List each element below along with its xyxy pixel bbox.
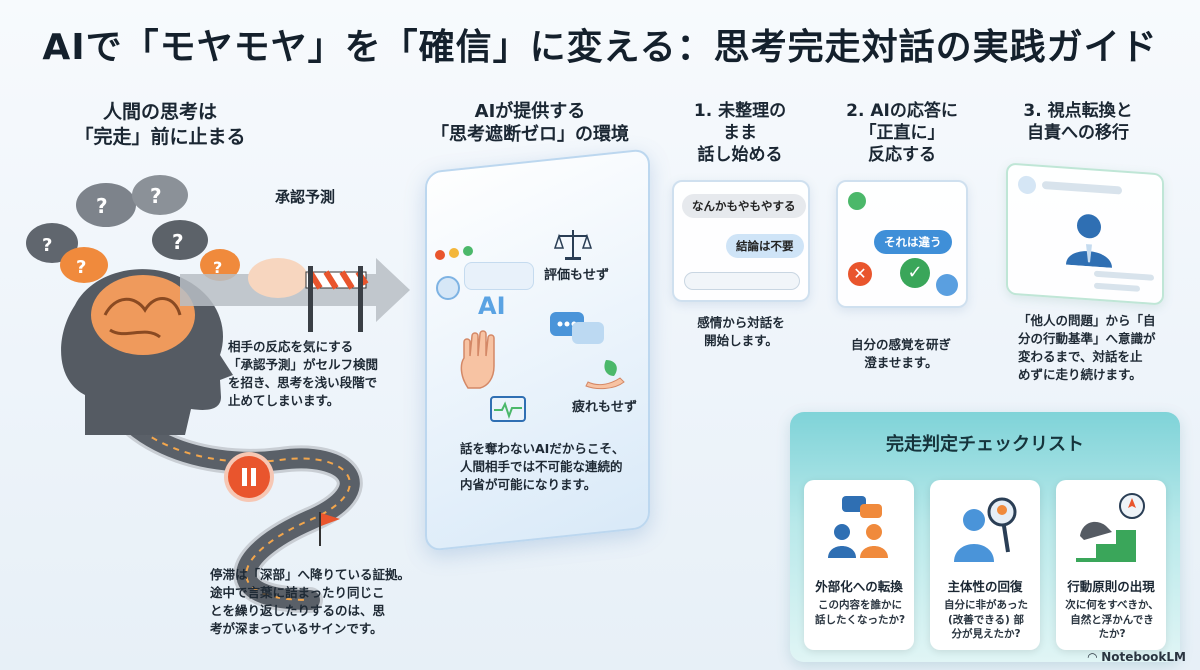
checklist-item-title: 行動原則の出現 — [1067, 579, 1155, 594]
avatar-icon — [436, 276, 460, 300]
cross-icon: ✕ — [848, 262, 872, 286]
user-avatar-icon — [936, 274, 958, 296]
bubble-feeling-vague: なんかもやもやする — [682, 194, 806, 218]
section1-heading: 人間の思考は 「完走」前に止まる — [74, 101, 246, 148]
checklist-item-title: 主体性の回復 — [947, 579, 1023, 594]
bubble-no-conclusion: 結論は不要 — [726, 234, 804, 258]
approval-prediction-description: 相手の反応を気にする 「承認予測」がセルフ検閲 を招き、思考を浅い段階で 止めて… — [228, 339, 379, 409]
svg-text:?: ? — [150, 184, 162, 208]
pause-icon — [228, 456, 270, 498]
no-evaluation-label: 評価もせず — [544, 268, 610, 283]
checklist-item-body: 次に何をすべきか、 自然と浮かんでき たか? — [1065, 599, 1159, 641]
svg-text:?: ? — [172, 230, 184, 254]
thought-clouds-illustration: ? ? ? ? ? ? — [26, 175, 240, 283]
bubble-disagree: それは違う — [874, 230, 952, 254]
blocked-arrow-illustration — [180, 258, 410, 332]
notebooklm-logo: ◠ NotebookLM — [1087, 650, 1186, 664]
chat-input-bar — [464, 262, 534, 290]
checklist-item-body: この内容を誰かに 話したくなったか? — [814, 599, 906, 626]
checklist-title: 完走判定チェックリスト — [886, 434, 1084, 455]
businessman-icon — [1066, 214, 1112, 268]
window-dot-yellow — [449, 248, 459, 258]
chat-bubbles-icon — [550, 312, 604, 344]
step2-heading: 2. AIの応答に 「正直に」 反応する — [846, 101, 958, 166]
step3-profile-card — [1006, 162, 1164, 306]
step3-heading: 3. 視点転換と 自責への移行 — [1023, 101, 1133, 144]
thinking-head-illustration — [61, 269, 233, 435]
placeholder-line — [1094, 282, 1140, 292]
hand-leaf-icon — [585, 360, 625, 390]
window-dot-red — [435, 250, 445, 260]
flag-icon — [319, 512, 340, 546]
step2-description: 自分の感覚を研ぎ 澄ませます。 — [850, 337, 951, 371]
placeholder-line — [1094, 270, 1154, 281]
checklist-item-body: 自分に非があった (改善できる) 部 分が見えたか? — [944, 599, 1028, 641]
checklist-item-externalization: 外部化への転換 この内容を誰かに 話したくなったか? — [804, 480, 914, 650]
step1-description: 感情から対話を 開始します。 — [697, 315, 785, 349]
no-fatigue-label: 疲れもせず — [572, 400, 638, 415]
svg-text:?: ? — [213, 258, 222, 277]
svg-text:?: ? — [96, 194, 108, 218]
placeholder-line — [1042, 180, 1122, 195]
checklist-item-autonomy: 主体性の回復 自分に非があった (改善できる) 部 分が見えたか? — [930, 480, 1040, 650]
check-icon: ✓ — [900, 258, 930, 288]
approval-prediction-label: 承認予測 — [274, 188, 335, 206]
winding-road-illustration — [77, 327, 363, 613]
checklist-item-title: 外部化への転換 — [815, 579, 903, 594]
scale-icon — [553, 230, 593, 260]
monitor-icon — [490, 396, 526, 422]
notebooklm-logo-icon: ◠ — [1087, 650, 1102, 664]
person-magnifier-icon — [954, 497, 1017, 562]
people-conversation-icon — [828, 496, 888, 558]
ai-label: AI — [478, 292, 506, 320]
page-title: AIで「モヤモヤ」を「確信」に変える：思考完走対話の実践ガイド — [42, 27, 1158, 68]
section2-description: 話を奪わないAIだからこそ、 人間相手では不可能な連続的 内省が可能になります。 — [460, 441, 625, 493]
globe-icon — [848, 192, 866, 210]
checklist-item-principles: 行動原則の出現 次に何をすべきか、 自然と浮かんでき たか? — [1056, 480, 1166, 650]
completion-checklist: 完走判定チェックリスト 外部化への転換 この内容を誰かに 話したくなったか? 主… — [790, 412, 1180, 662]
shoe-stairs-compass-icon — [1076, 493, 1145, 562]
avatar-small-icon — [1018, 175, 1036, 195]
step2-chat-card: それは違う ✕ ✓ — [836, 180, 968, 308]
section2-heading: AIが提供する 「思考遮断ゼロ」の環境 — [431, 101, 629, 146]
raised-hand-icon — [460, 330, 495, 389]
step1-chat-card: なんかもやもやする 結論は不要 — [672, 180, 810, 302]
step3-description: 「他人の問題」から「自 分の行動基準」へ意識が 変わるまで、対話を止 めずに走り… — [1018, 313, 1156, 383]
step1-message-input — [684, 272, 800, 290]
svg-text:?: ? — [76, 257, 86, 278]
svg-text:?: ? — [42, 235, 52, 256]
step1-heading: 1. 未整理の まま 話し始める — [693, 101, 787, 166]
stagnation-description: 停滞は「深部」へ降りている証拠。 途中で言葉に詰まったり同じこ とを繰り返したり… — [210, 567, 411, 637]
window-dot-green — [463, 246, 473, 256]
